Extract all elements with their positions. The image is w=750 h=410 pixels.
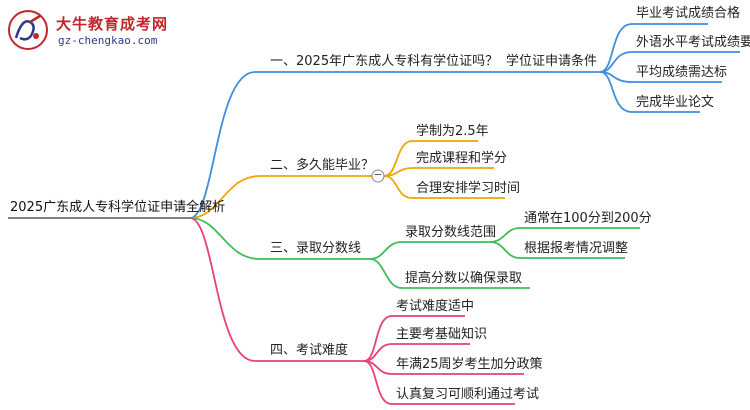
root-to-branch-2 — [189, 175, 372, 219]
logo-url: gz-chengkao.com — [58, 34, 158, 47]
b3-leaf-1[interactable]: 通常在100分到200分 — [524, 211, 652, 226]
b4-leaf-2[interactable]: 主要考基础知识 — [396, 327, 488, 342]
b4-link-1 — [363, 315, 465, 362]
site-logo[interactable]: 大牛教育成考网 gz-chengkao.com — [6, 8, 186, 54]
b3-sub-node[interactable]: 录取分数线范围 — [405, 225, 497, 240]
b3-leaf-2[interactable]: 根据报考情况调整 — [524, 241, 629, 256]
root-node[interactable]: 2025广东成人专科学位证申请全解析 — [10, 200, 226, 215]
root-to-branch-1 — [189, 71, 495, 219]
b1-leaf-3[interactable]: 平均成绩需达标 — [636, 65, 728, 80]
branch-1-connectors — [189, 23, 740, 219]
branch-3-node[interactable]: 三、录取分数线 — [270, 241, 362, 256]
b1-link-1 — [599, 23, 708, 73]
b1-leaf-2[interactable]: 外语水平考试成绩要求 — [636, 35, 750, 50]
root-to-branch-3 — [189, 217, 370, 260]
b1-link-2 — [599, 51, 740, 73]
b4-link-4 — [363, 360, 515, 405]
logo-emblem-icon — [8, 10, 48, 50]
branch-3-connectors — [189, 217, 640, 289]
b3-link-1 — [369, 241, 490, 260]
b2-link-3 — [383, 175, 505, 199]
b2-leaf-3[interactable]: 合理安排学习时间 — [416, 181, 521, 196]
b3-sub-2 — [489, 241, 625, 259]
b4-leaf-1[interactable]: 考试难度适中 — [396, 299, 475, 314]
branch-4-connectors — [189, 217, 524, 405]
b2-leaf-1[interactable]: 学制为2.5年 — [416, 124, 489, 139]
logo-title: 大牛教育成考网 — [56, 15, 169, 33]
root-to-branch-4 — [189, 217, 364, 362]
b4-leaf-4[interactable]: 认真复习可顺利通过考试 — [396, 387, 540, 402]
b4-link-2 — [363, 343, 470, 362]
b3-link-2 — [369, 258, 530, 289]
b2-link-2 — [383, 167, 494, 177]
b4-leaf-3[interactable]: 年满25周岁考生加分政策 — [396, 357, 543, 372]
b1-link-4 — [599, 71, 700, 113]
branch-2-node[interactable]: 二、多久能毕业？ — [270, 158, 375, 173]
b1-leaf-1[interactable]: 毕业考试成绩合格 — [636, 6, 741, 21]
branch-1-node[interactable]: 一、2025年广东成人专科有学位证吗？ — [270, 54, 499, 69]
b1-leaf-4[interactable]: 完成毕业论文 — [636, 95, 715, 110]
branch-2-connectors — [189, 140, 505, 219]
collapse-circle — [371, 169, 385, 183]
b3-sub-1 — [489, 227, 640, 243]
b1-sub-node[interactable]: 学位证申请条件 — [506, 54, 598, 69]
b3-leaf-3[interactable]: 提高分数以确保录取 — [405, 271, 523, 286]
collapse-toggle-icon[interactable]: − — [373, 168, 383, 181]
b2-leaf-2[interactable]: 完成课程和学分 — [416, 151, 508, 166]
branch-4-node[interactable]: 四、考试难度 — [270, 343, 349, 358]
